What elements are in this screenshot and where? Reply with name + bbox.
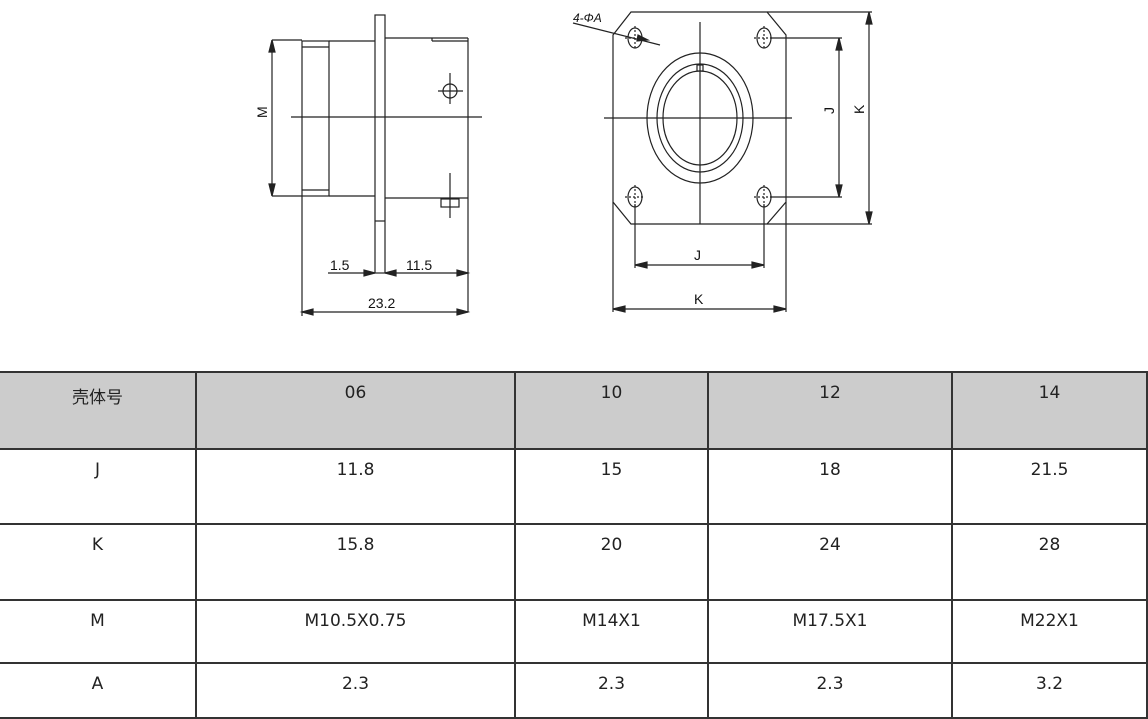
header-06: 06 <box>195 371 516 450</box>
table-row: M M10.5X0.75 M14X1 M17.5X1 M22X1 <box>0 599 1148 664</box>
row-label: K <box>0 523 197 601</box>
spec-table: 壳体号 06 10 12 14 J 11.8 15 18 21.5 K 15.8… <box>0 371 1148 719</box>
technical-drawing: M 1.5 11.5 23.2 <box>0 0 1148 330</box>
label-rear-length: 11.5 <box>406 257 432 273</box>
row-label: M <box>0 599 197 664</box>
table-cell: 28 <box>951 523 1148 601</box>
table-cell: M17.5X1 <box>707 599 953 664</box>
label-K-vertical: K <box>851 104 867 114</box>
row-label: J <box>0 448 197 525</box>
table-cell: 2.3 <box>195 662 516 719</box>
table-cell: 18 <box>707 448 953 525</box>
table-row: J 11.8 15 18 21.5 <box>0 448 1148 525</box>
table-cell: M22X1 <box>951 599 1148 664</box>
table-cell: 15.8 <box>195 523 516 601</box>
header-shell-size: 壳体号 <box>0 371 197 450</box>
label-J-horizontal: J <box>694 247 701 263</box>
label-total-length: 23.2 <box>368 295 395 311</box>
table-row: K 15.8 20 24 28 <box>0 523 1148 601</box>
header-14: 14 <box>951 371 1148 450</box>
table-cell: 11.8 <box>195 448 516 525</box>
table-cell: M10.5X0.75 <box>195 599 516 664</box>
header-12: 12 <box>707 371 953 450</box>
label-holes: 4-ΦA <box>573 11 602 25</box>
table-cell: 2.3 <box>707 662 953 719</box>
table-header-row: 壳体号 06 10 12 14 <box>0 371 1148 450</box>
table-cell: 2.3 <box>514 662 709 719</box>
label-M: M <box>254 106 270 118</box>
table-cell: 15 <box>514 448 709 525</box>
table-cell: M14X1 <box>514 599 709 664</box>
table-cell: 21.5 <box>951 448 1148 525</box>
header-10: 10 <box>514 371 709 450</box>
front-view <box>572 11 873 313</box>
label-flange-thickness: 1.5 <box>330 257 350 273</box>
label-K-horizontal: K <box>694 291 704 307</box>
table-cell: 3.2 <box>951 662 1148 719</box>
table-cell: 24 <box>707 523 953 601</box>
label-J-vertical: J <box>821 107 837 114</box>
table-cell: 20 <box>514 523 709 601</box>
connector-drawing-svg: M 1.5 11.5 23.2 <box>254 11 873 316</box>
table-row: A 2.3 2.3 2.3 3.2 <box>0 662 1148 719</box>
side-view <box>268 14 482 316</box>
row-label: A <box>0 662 197 719</box>
